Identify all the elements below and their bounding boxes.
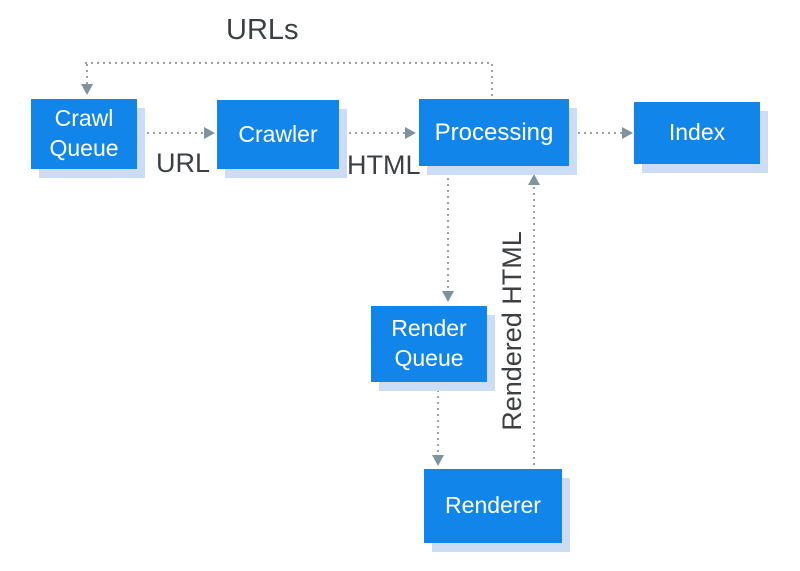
edge-processing-to-crawlqueue-left-segment bbox=[86, 64, 88, 84]
node-renderer: Renderer bbox=[424, 469, 562, 543]
node-render-queue-label: Render Queue bbox=[391, 315, 467, 371]
edge-label-url: URL bbox=[156, 148, 211, 178]
node-index-label: Index bbox=[668, 119, 726, 146]
node-renderer-label: Renderer bbox=[445, 492, 541, 519]
arrowhead-into-crawl-queue bbox=[81, 84, 93, 95]
node-crawl-queue: Crawl Queue bbox=[31, 99, 137, 169]
node-processing-label: Processing bbox=[434, 118, 554, 146]
node-crawler-label: Crawler bbox=[238, 120, 318, 147]
node-crawl-queue-label: Crawl Queue bbox=[49, 105, 119, 161]
node-crawler: Crawler bbox=[217, 100, 339, 169]
arrowhead-into-index bbox=[622, 127, 633, 139]
edge-label-rendered-html: Rendered HTML bbox=[497, 231, 527, 431]
edge-processing-to-crawlqueue-horizontal bbox=[85, 62, 493, 64]
arrowhead-into-processing bbox=[405, 127, 416, 139]
edge-processing-to-crawlqueue-right-segment bbox=[491, 64, 493, 98]
edge-crawler-to-processing bbox=[349, 132, 405, 134]
node-render-queue: Render Queue bbox=[371, 306, 487, 382]
node-processing: Processing bbox=[419, 99, 569, 166]
arrowhead-into-renderer bbox=[432, 455, 444, 466]
edge-renderqueue-to-renderer bbox=[437, 390, 439, 455]
node-index: Index bbox=[634, 102, 760, 164]
edge-label-html: HTML bbox=[347, 150, 421, 180]
arrowhead-into-processing-from-renderer bbox=[528, 174, 540, 185]
edge-processing-to-index bbox=[578, 132, 622, 134]
edge-renderer-to-processing bbox=[533, 187, 535, 467]
arrowhead-into-render-queue bbox=[442, 291, 454, 302]
edge-label-urls: URLs bbox=[226, 14, 299, 46]
edge-processing-to-renderqueue bbox=[447, 172, 449, 290]
arrowhead-into-crawler bbox=[204, 127, 215, 139]
edge-crawlqueue-to-crawler bbox=[147, 132, 204, 134]
